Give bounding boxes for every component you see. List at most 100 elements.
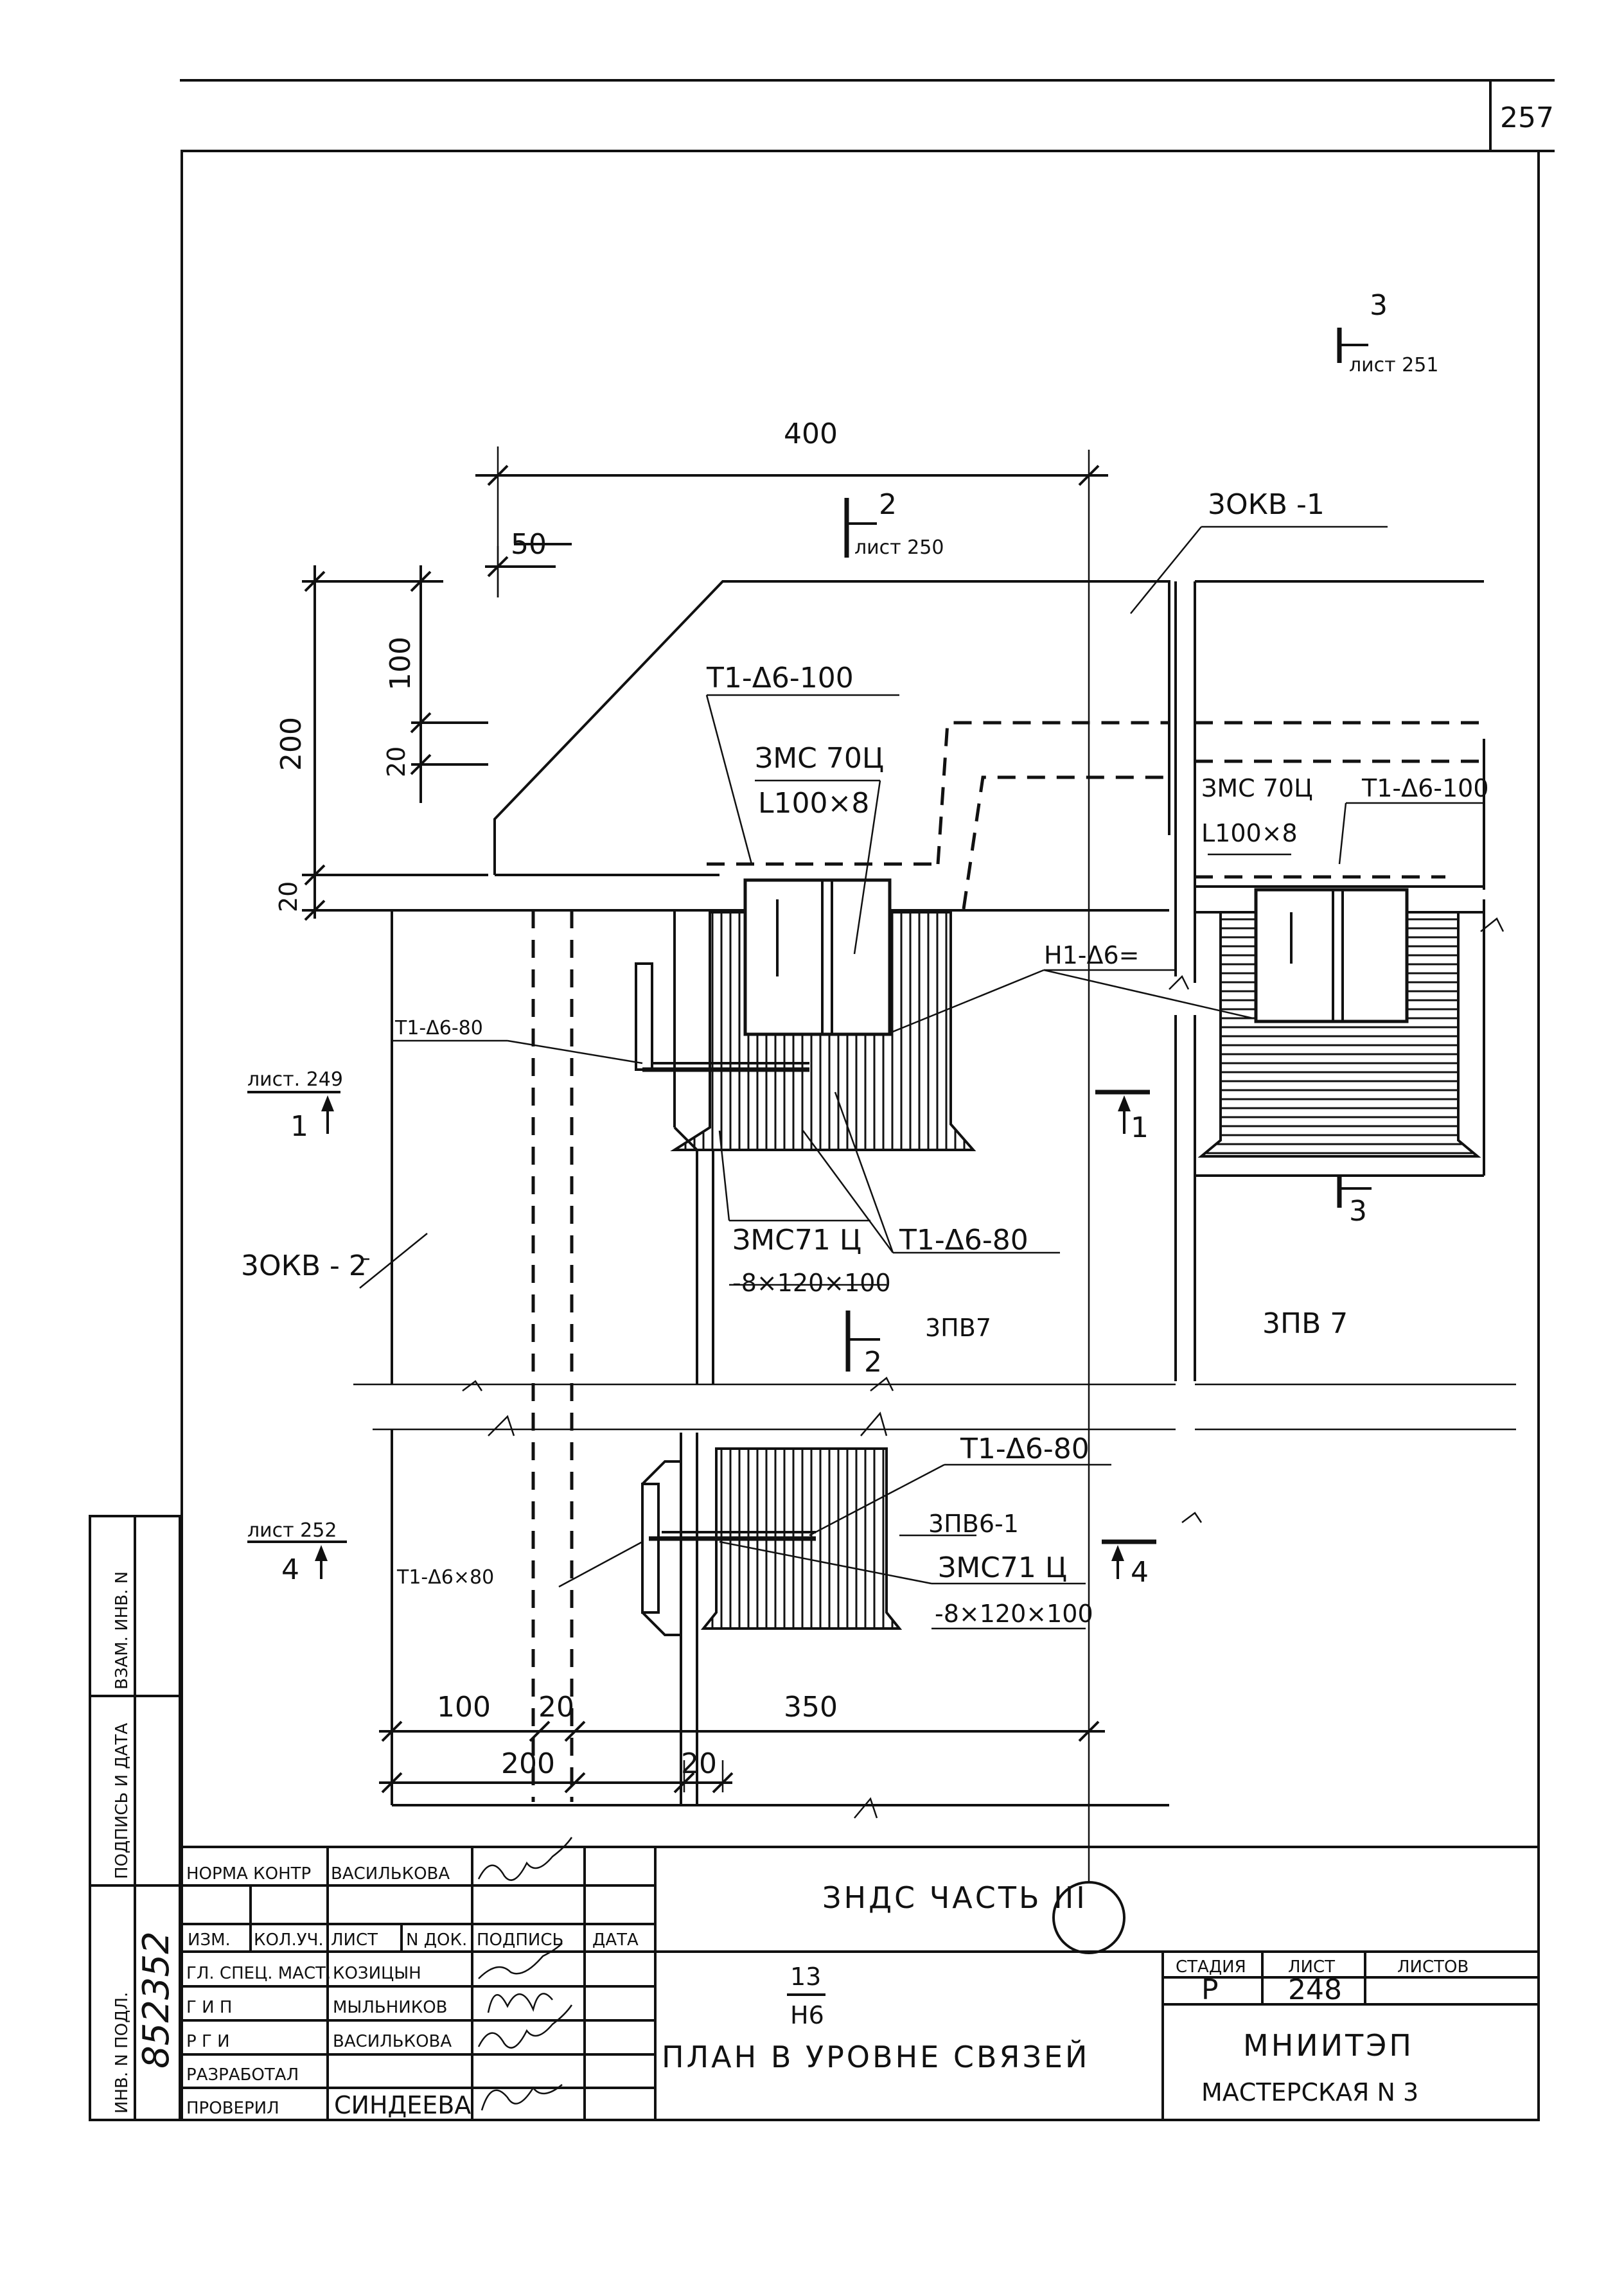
section-marker-3-top: 3 лист 251: [1337, 289, 1438, 376]
inventory-number-handwritten: 852352: [136, 1931, 177, 2069]
svg-text:350: 350: [784, 1691, 838, 1724]
label-zmc71-upper: ЗМС71 Ц: [732, 1224, 861, 1257]
svg-text:20: 20: [382, 746, 410, 777]
svg-text:ВАСИЛЬКОВА: ВАСИЛЬКОВА: [331, 1864, 450, 1884]
dimension-20-vertical: 20: [274, 875, 392, 921]
label-l100-left: L100×8: [758, 787, 869, 820]
dimension-50: 50: [485, 528, 572, 597]
svg-text:ГЛ. СПЕЦ. МАСТ.: ГЛ. СПЕЦ. МАСТ.: [186, 1964, 331, 1983]
svg-text:100: 100: [384, 637, 417, 691]
dimension-bottom: 100 20 350 200 20: [379, 1691, 1105, 1794]
title-block: НОРМА КОНТР ВАСИЛЬКОВА ИЗМ. КОЛ.УЧ. ЛИСТ…: [181, 1837, 1540, 2121]
svg-text:лист. 249: лист. 249: [247, 1068, 343, 1091]
label-zpv7-right: 3ПВ 7: [1262, 1307, 1348, 1340]
svg-text:НОРМА КОНТР: НОРМА КОНТР: [186, 1864, 311, 1884]
svg-text:400: 400: [784, 418, 838, 450]
svg-text:ПРОВЕРИЛ: ПРОВЕРИЛ: [186, 2099, 279, 2118]
label-zokv-1: 3ОКВ -1: [1208, 488, 1325, 521]
dimension-200-vertical: 200: [275, 565, 488, 896]
svg-text:ЛИСТОВ: ЛИСТОВ: [1397, 1957, 1469, 1977]
label-l100-right: L100×8: [1201, 819, 1298, 847]
svg-text:МЫЛЬНИКОВ: МЫЛЬНИКОВ: [333, 1998, 448, 2017]
signature-kozitsyn: [478, 1943, 563, 1979]
svg-text:100: 100: [437, 1691, 491, 1724]
svg-text:КОЗИЦЫН: КОЗИЦЫН: [333, 1964, 421, 1983]
svg-text:2: 2: [864, 1346, 882, 1379]
svg-text:ИЗМ.: ИЗМ.: [188, 1930, 231, 1950]
svg-text:ДАТА: ДАТА: [592, 1930, 639, 1950]
svg-text:ЛИСТ: ЛИСТ: [331, 1930, 378, 1950]
break-lines: [353, 917, 1516, 1819]
beam-upper-dashed: [707, 721, 1484, 910]
svg-text:ПЛАН В УРОВНЕ СВЯЗЕЙ: ПЛАН В УРОВНЕ СВЯЗЕЙ: [662, 2040, 1090, 2074]
side-stamp: ВЗАМ. ИНВ. N ПОДПИСЬ И ДАТА ИНВ. N ПОДЛ.…: [89, 1515, 181, 2121]
svg-text:248: 248: [1288, 1973, 1342, 2006]
svg-text:Г И П: Г И П: [186, 1998, 232, 2017]
svg-text:20: 20: [538, 1691, 574, 1724]
leader-lines: [359, 525, 1484, 1630]
section-marker-4-left: лист 252 4: [247, 1519, 347, 1586]
svg-text:N ДОК.: N ДОК.: [406, 1930, 467, 1950]
svg-text:50: 50: [511, 528, 547, 561]
label-zpb6-1: 3ПВ6-1: [928, 1510, 1019, 1538]
svg-text:ИНВ. N ПОДЛ.: ИНВ. N ПОДЛ.: [112, 1992, 132, 2114]
section-marker-1-left: лист. 249 1: [247, 1068, 343, 1143]
label-zmc70-right: ЗМС 70Ц: [1201, 774, 1313, 802]
label-zpv7-mid: 3ПВ7: [925, 1314, 991, 1342]
svg-text:лист 252: лист 252: [247, 1519, 337, 1542]
svg-text:ЛИСТ: ЛИСТ: [1288, 1957, 1335, 1977]
label-zmc70-left: ЗМС 70Ц: [755, 742, 884, 775]
signature-vasilkova-1: [477, 1837, 573, 1881]
section-marker-1-right: 1: [1095, 1090, 1150, 1144]
dimension-100-vertical: 100 20: [382, 565, 488, 803]
label-zmc71-lower: ЗМС71 Ц: [938, 1551, 1067, 1584]
beam-upper: [493, 580, 1170, 876]
section-marker-2-top: 2 лист 250: [844, 488, 944, 559]
label-plate-lower: -8×120×100: [935, 1600, 1093, 1628]
svg-text:20: 20: [274, 881, 303, 912]
section-marker-2-mid: 2: [845, 1311, 882, 1379]
svg-text:лист 250: лист 250: [854, 536, 944, 559]
plate-lower-hatched: [641, 1433, 903, 1805]
svg-text:ПОДПИСЬ И ДАТА: ПОДПИСЬ И ДАТА: [112, 1723, 132, 1879]
signature-vasilkova-2: [477, 2004, 573, 2049]
label-plate-upper: -8×120×100: [732, 1269, 891, 1297]
section-marker-4-right: 4: [1102, 1539, 1156, 1589]
svg-text:ЗНДС ЧАСТЬ III: ЗНДС ЧАСТЬ III: [822, 1880, 1088, 1915]
svg-text:Р: Р: [1201, 1973, 1219, 2006]
element-labels: 3ОКВ -1 3ОКВ - 2 Т1-Δ6-100 ЗМС 70Ц L100×…: [241, 488, 1489, 1628]
svg-text:ВАСИЛЬКОВА: ВАСИЛЬКОВА: [333, 2032, 452, 2051]
signature-sindeeva: [481, 2084, 563, 2111]
svg-text:СИНДЕЕВА: СИНДЕЕВА: [334, 2091, 471, 2119]
svg-text:4: 4: [1131, 1556, 1149, 1589]
svg-text:МАСТЕРСКАЯ N 3: МАСТЕРСКАЯ N 3: [1201, 2078, 1418, 2106]
svg-text:ВЗАМ. ИНВ. N: ВЗАМ. ИНВ. N: [112, 1571, 132, 1690]
svg-text:1: 1: [1131, 1111, 1149, 1144]
slab-middle-dashed: [531, 910, 574, 1802]
svg-text:Р Г И: Р Г И: [186, 2032, 230, 2051]
label-t1-top: Т1-Δ6-100: [706, 662, 854, 694]
label-t1-80-mid: Т1-Δ6-80: [899, 1224, 1028, 1257]
svg-text:ПОДПИСЬ: ПОДПИСЬ: [477, 1930, 563, 1950]
plate-right-hatched: [1197, 888, 1481, 1158]
label-h1: Н1-Δ6=: [1044, 941, 1139, 969]
signature-mylnikov: [487, 1993, 553, 2013]
svg-text:РАЗРАБОТАЛ: РАЗРАБОТАЛ: [186, 2065, 299, 2085]
label-t1-right: Т1-Δ6-100: [1361, 774, 1489, 802]
svg-text:СТАДИЯ: СТАДИЯ: [1176, 1957, 1246, 1977]
plate-upper-hatched: [635, 878, 976, 1151]
svg-text:1: 1: [290, 1110, 308, 1143]
svg-text:КОЛ.УЧ.: КОЛ.УЧ.: [254, 1930, 324, 1950]
svg-text:4: 4: [281, 1553, 299, 1586]
svg-text:лист 251: лист 251: [1349, 354, 1438, 376]
svg-text:3: 3: [1370, 289, 1388, 322]
svg-text:Н6: Н6: [790, 2001, 824, 2029]
svg-text:3: 3: [1349, 1195, 1367, 1228]
svg-text:20: 20: [681, 1747, 717, 1780]
label-zokv-2: 3ОКВ - 2: [241, 1249, 367, 1282]
svg-text:2: 2: [879, 488, 897, 521]
section-marker-3-bottom: 3: [1337, 1176, 1372, 1228]
label-t1-80c: Т1-Δ6×80: [396, 1566, 494, 1589]
svg-text:200: 200: [275, 717, 308, 771]
